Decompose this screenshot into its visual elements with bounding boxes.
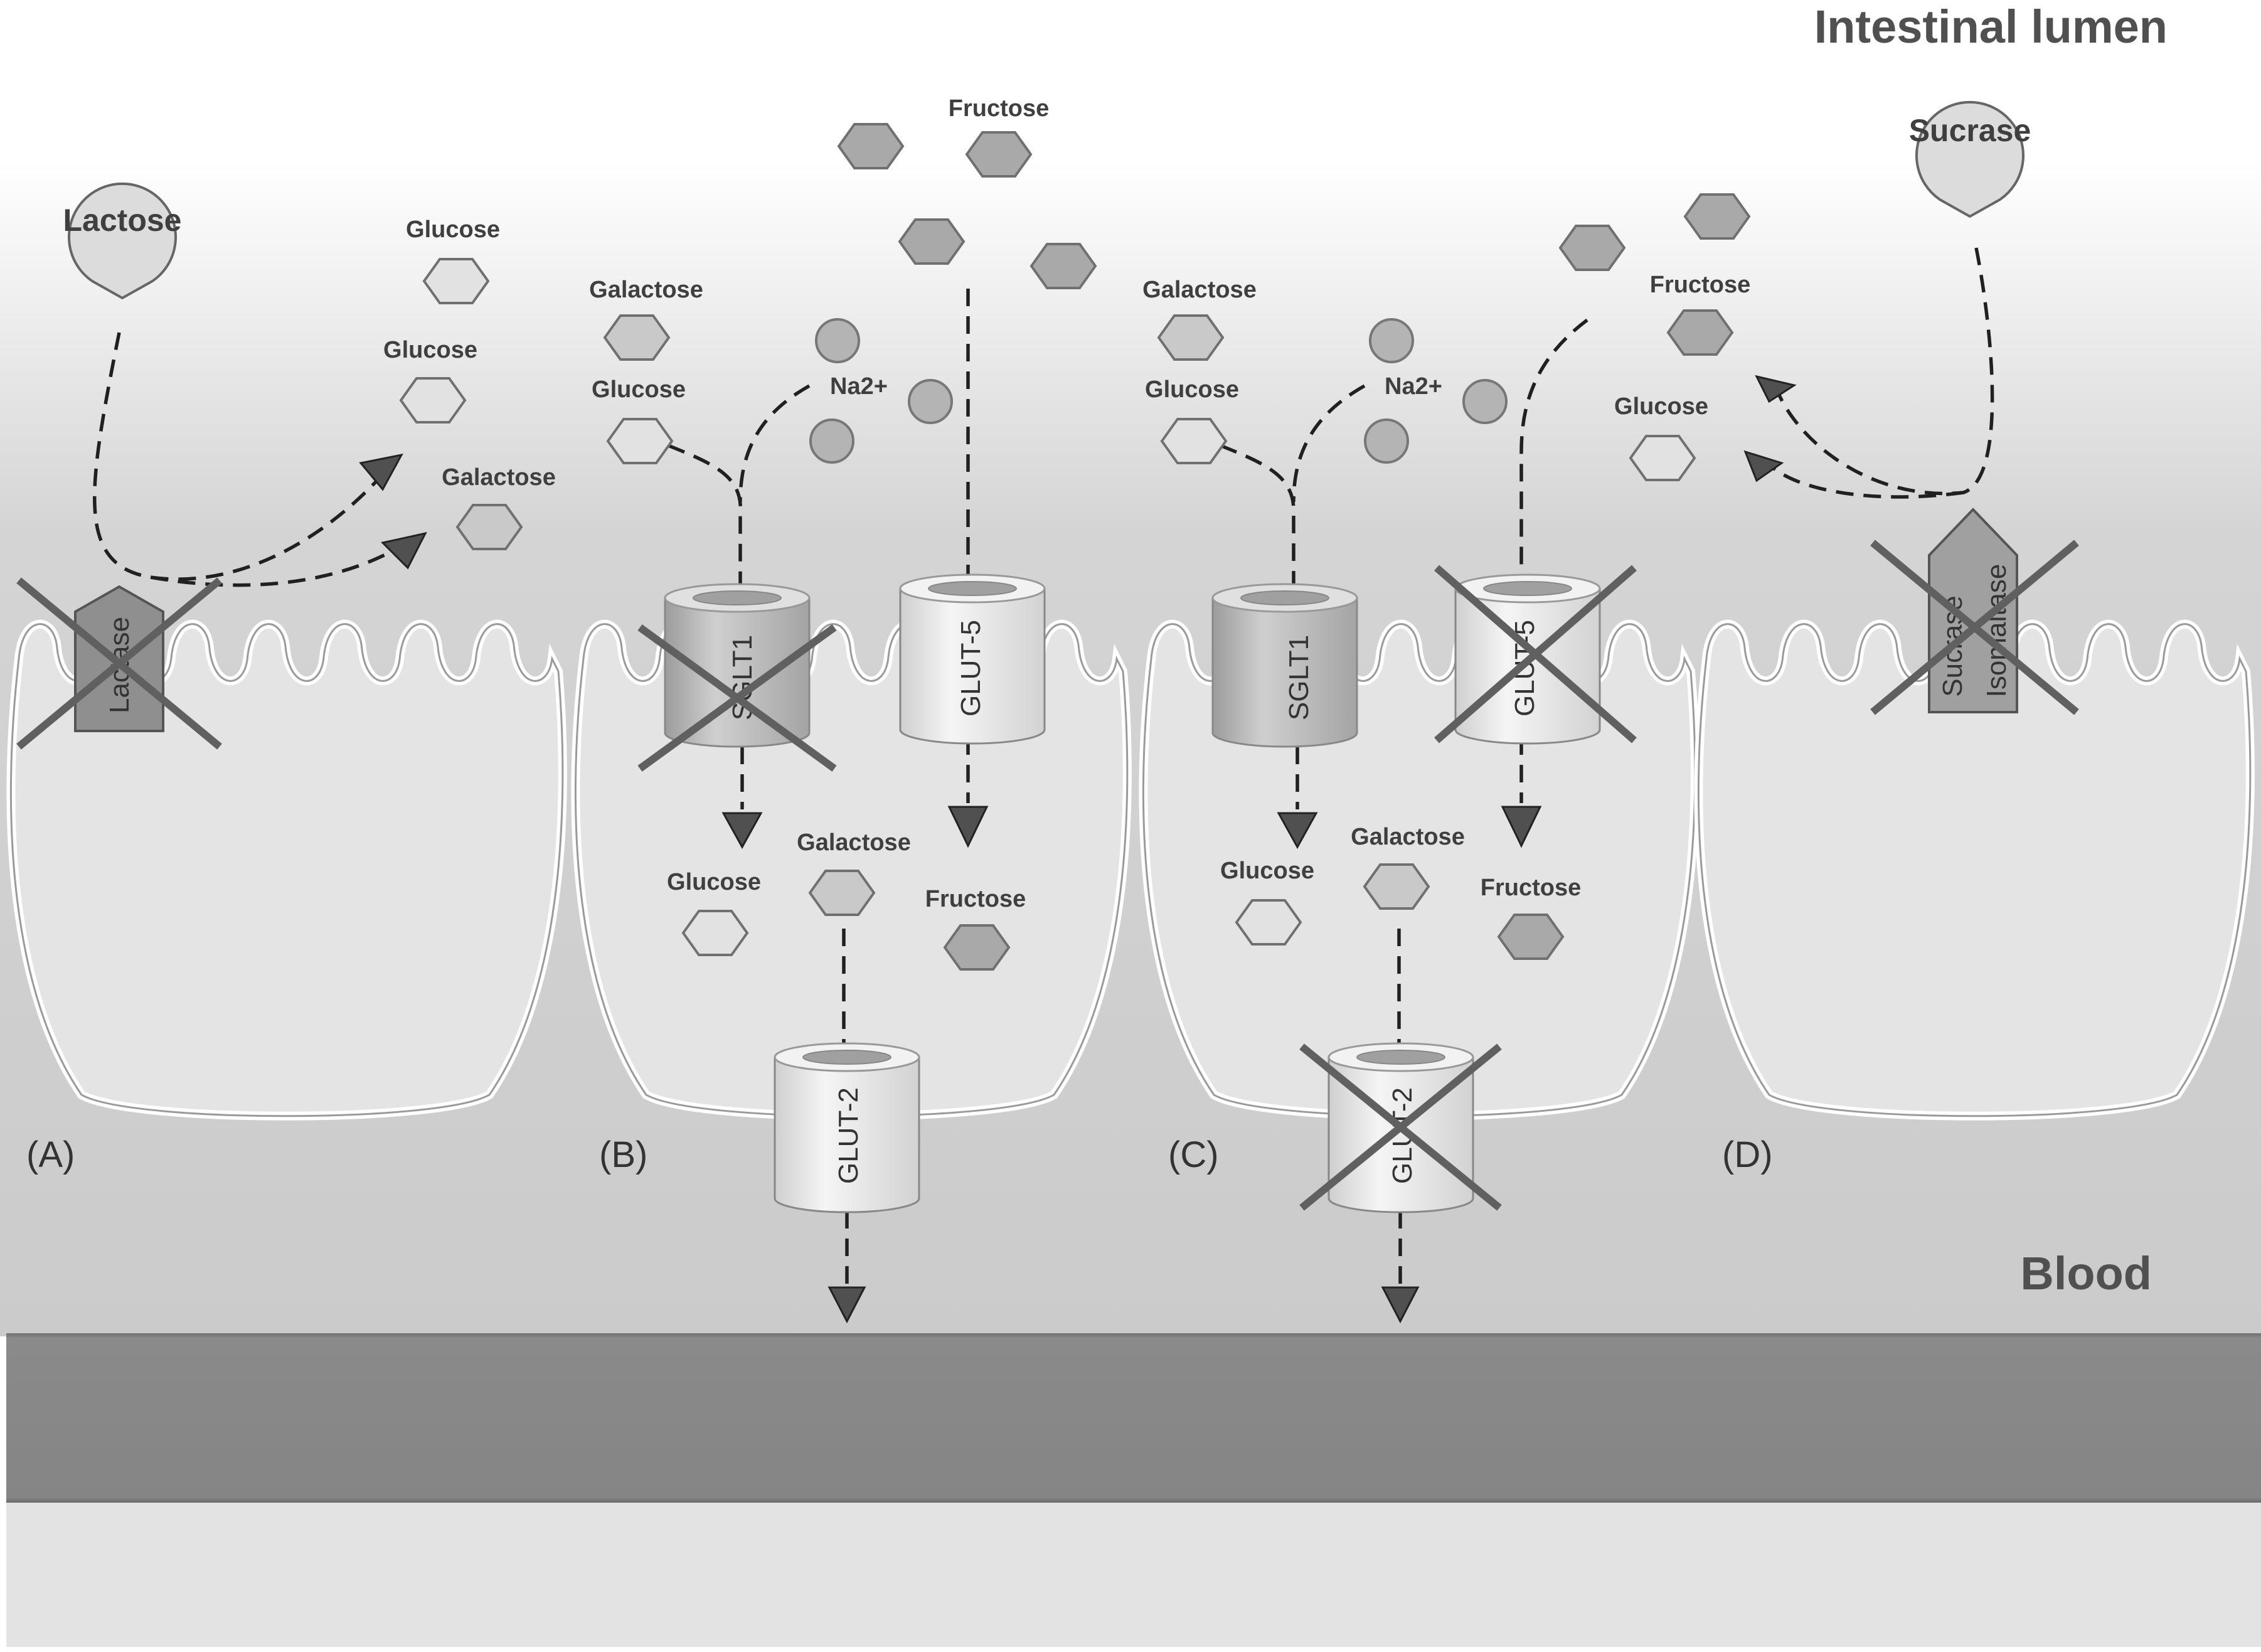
glucose-label: Glucose [383, 337, 477, 363]
glucose-hexagon-icon [1161, 418, 1227, 464]
fructose-label: Fructose [925, 886, 1026, 912]
arrowhead [827, 1286, 866, 1324]
sodium-ion [809, 418, 854, 464]
sglt1-transporter-b [664, 583, 811, 748]
arrowhead [1381, 1286, 1420, 1324]
glucose-hexagon-icon [682, 910, 748, 956]
glucose-label: Glucose [1220, 858, 1314, 884]
glucose-hexagon-icon [400, 377, 466, 424]
galactose-label: Galactose [1142, 277, 1257, 303]
fructose-hexagon-icon [944, 924, 1010, 971]
arrowhead [721, 812, 763, 850]
sucrase-isomaltase-label-2: Isomaltase [1981, 564, 2012, 698]
sodium-ion [1462, 379, 1508, 424]
lactose-label: Lactose [63, 203, 182, 238]
fructose-hexagon-icon [1559, 225, 1625, 271]
galactose-hexagon-icon [456, 504, 523, 550]
arrowhead [1501, 806, 1542, 848]
glucose-label: Glucose [1145, 376, 1239, 403]
fructose-hexagon-icon [1684, 193, 1750, 240]
panel-label-b: (B) [599, 1134, 647, 1175]
galactose-label: Galactose [442, 464, 556, 491]
glut5-transporter-b [899, 573, 1046, 745]
galactose-hexagon-icon [1157, 314, 1224, 361]
galactose-hexagon-icon [1363, 863, 1430, 910]
arrowheads [359, 375, 1797, 1324]
glucose-hexagon-icon [1629, 435, 1696, 481]
sodium-ion [1364, 418, 1409, 464]
sglt1-transporter-c [1211, 583, 1358, 748]
glucose-label: Glucose [592, 376, 686, 403]
sodium-ion [1369, 318, 1414, 363]
sucrase-label: Sucrase [1909, 113, 2031, 148]
glut2-transporter-b [774, 1042, 920, 1213]
cross-glut5-icon [1434, 565, 1637, 743]
molecule-labels: Glucose Glucose Galactose Fructose Galac… [383, 95, 1750, 912]
blood-vessel-band [6, 1333, 2261, 1503]
sodium-ion [908, 379, 953, 424]
sodium-label: Na2+ [1385, 373, 1442, 400]
glucose-hexagon-icon [1235, 899, 1302, 946]
sodium-ion [815, 318, 860, 363]
arrowhead [1755, 375, 1797, 403]
sodium-ions [809, 318, 1508, 464]
arrowhead [1277, 812, 1318, 850]
panel-label-c: (C) [1168, 1134, 1219, 1175]
lower-tissue [6, 1503, 2261, 1647]
galactose-label: Galactose [589, 277, 703, 303]
intestinal-lumen-label: Intestinal lumen [1814, 1, 2168, 53]
arrowhead [947, 806, 989, 848]
cross-lactase-icon [16, 577, 222, 750]
glucose-hexagon-icon [423, 258, 489, 304]
glucose-hexagon-icon [607, 418, 673, 464]
galactose-label: Galactose [1351, 824, 1465, 850]
panel-label-d: (D) [1722, 1134, 1773, 1175]
blood-label: Blood [2020, 1247, 2152, 1299]
fructose-hexagon-icon [838, 123, 904, 169]
arrowhead [359, 453, 403, 491]
fructose-hexagon-icon [898, 218, 965, 265]
fructose-hexagon-icon [1030, 243, 1097, 289]
glucose-label: Glucose [667, 869, 761, 895]
fructose-hexagon-icon [1498, 914, 1564, 960]
deficiency-crosses [16, 540, 2079, 1211]
fructose-label: Fructose [1481, 875, 1581, 901]
fructose-label: Fructose [1650, 272, 1750, 298]
lactose-enzyme-icon [68, 182, 177, 300]
cross-glut2-icon [1299, 1043, 1502, 1211]
glut5-label-b: GLUT-5 [955, 620, 986, 717]
sucrase-enzyme-icon [1915, 100, 2024, 218]
transporters [664, 573, 1601, 1213]
glucose-label: Glucose [1614, 393, 1708, 420]
panel-label-a: (A) [26, 1134, 75, 1175]
sodium-label: Na2+ [830, 373, 888, 400]
fructose-hexagon-icon [966, 131, 1032, 178]
glucose-label: Glucose [406, 216, 500, 243]
fructose-label: Fructose [949, 95, 1049, 122]
glut2-label-b: GLUT-2 [833, 1087, 864, 1184]
cross-sucrase-isomaltase-icon [1870, 540, 2079, 715]
galactose-hexagon-icon [809, 870, 875, 916]
galactose-label: Galactose [797, 829, 911, 856]
sucrase-isomaltase-enzyme: Sucrase Isomaltase [1928, 508, 2018, 713]
enterocyte-cell-outline [1697, 623, 2252, 1117]
fructose-hexagon-icon [1667, 309, 1733, 356]
galactose-hexagon-icon [604, 314, 670, 361]
arrowhead [1743, 450, 1784, 482]
cross-sglt1-icon [637, 624, 837, 772]
arrowhead [381, 531, 427, 570]
sglt1-label-c: SGLT1 [1284, 635, 1314, 720]
transport-paths [93, 247, 1994, 1286]
